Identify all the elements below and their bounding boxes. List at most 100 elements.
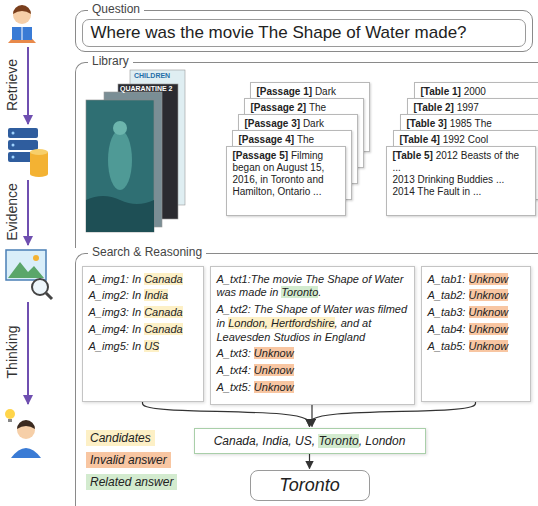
node-text: 2014 The Fault in ... xyxy=(393,186,482,197)
flow-arrow xyxy=(27,47,29,124)
text-line: 2014 The Fault in ... xyxy=(393,186,529,198)
connector xyxy=(310,402,476,427)
node-text: [Table 3] xyxy=(407,118,447,129)
text-line: [Table 5]2012 Beasts of the ... xyxy=(393,150,529,174)
connector xyxy=(143,402,310,427)
node-text: 1992 Cool xyxy=(443,134,489,145)
text-line: Search & Reasoning xyxy=(88,245,206,259)
node-text: A_txt4: xyxy=(217,364,251,376)
node-text: , London xyxy=(359,434,406,448)
text-line: [Passage 1]Dark xyxy=(257,86,363,98)
legend-item: Candidates xyxy=(86,430,177,446)
node-text: A_img5: In xyxy=(89,340,142,352)
invalid-highlight: Unknow xyxy=(469,340,509,352)
node-text: The xyxy=(297,134,314,145)
text-line: [Table 1]2000 xyxy=(421,86,538,98)
text-line: A_img5: InUS xyxy=(89,340,197,354)
text-line: Toronto xyxy=(259,475,361,496)
node-text: A_img1: In xyxy=(89,273,142,285)
flow-arrow xyxy=(27,302,29,404)
search-panel: Search & ReasoningA_img1: InCanadaA_img2… xyxy=(75,253,538,506)
poster-title: QUARANTINE 2 xyxy=(120,85,173,93)
node-text: Question xyxy=(92,2,140,16)
node-text: . xyxy=(318,286,321,298)
node-text: 2013 Drinking Buddies ... xyxy=(393,174,505,185)
node-text: [Table 4] xyxy=(400,134,440,145)
reader-icon xyxy=(8,5,36,43)
node-text: A_img3: In xyxy=(89,306,142,318)
legend-swatch: Invalid answer xyxy=(86,452,171,468)
text-line: A_txt3:Unknow xyxy=(217,347,408,361)
candidate-highlight: London, Hertfordshire xyxy=(228,317,334,329)
invalid-highlight: Unknow xyxy=(469,306,509,318)
node-text: A_txt5: xyxy=(217,381,251,393)
text-line: [Passage 3]Dark xyxy=(245,118,351,130)
node-text: Dark xyxy=(303,118,324,129)
node-text: Canada, India, US, xyxy=(214,434,315,448)
node-text: Search & Reasoning xyxy=(92,245,202,259)
node-text: A_txt3: xyxy=(217,347,251,359)
node-text: A_tab1: xyxy=(428,273,466,285)
node-text: [Table 1] xyxy=(421,86,461,97)
poster-title: CHILDREN xyxy=(134,72,170,80)
text-line: A_tab3:Unknow xyxy=(428,306,524,320)
text-line: A_img2: InIndia xyxy=(89,289,197,303)
text-line: A_txt4:Unknow xyxy=(217,364,408,378)
flow-arrow xyxy=(27,180,29,245)
text-line: A_txt1:The movie The Shape of Water was … xyxy=(217,273,408,301)
candidate-highlight: Canada xyxy=(144,306,183,318)
text-line: [Table 2]1997 xyxy=(414,102,538,114)
passage-card: [Passage 5]Filming began on August 15, 2… xyxy=(226,146,346,216)
node-text: Library xyxy=(92,54,129,68)
text-line: [Passage 4]The xyxy=(239,134,345,146)
question-panel: QuestionWhere was the movie The Shape of… xyxy=(75,10,533,52)
text-line: A_tab4:Unknow xyxy=(428,323,524,337)
node-text: A_tab5: xyxy=(428,340,466,352)
legend-item: Related answer xyxy=(86,474,177,490)
node-text: A_tab3: xyxy=(428,306,466,318)
text-line: Canada, India, US,Toronto, London xyxy=(201,434,419,448)
stage-label: Thinking xyxy=(4,326,20,379)
text-line: [Table 4]1992 Cool xyxy=(400,134,536,146)
legend: CandidatesInvalid answerRelated answer xyxy=(86,430,177,496)
legend-text: Candidates xyxy=(90,431,151,445)
stage-label: Retrieve xyxy=(4,59,20,111)
candidate-highlight: Canada xyxy=(144,273,183,285)
invalid-highlight: Unknow xyxy=(254,381,294,393)
text-line: Library xyxy=(88,54,133,68)
text-line: Where was the movie The Shape of Water m… xyxy=(91,23,517,43)
node-text: [Passage 3] xyxy=(245,118,301,129)
node-text: Where was the movie The Shape of Water m… xyxy=(91,23,467,42)
node-text: A_tab2: xyxy=(428,289,466,301)
movie-posters xyxy=(86,70,185,232)
thinking-icon xyxy=(5,409,41,458)
node-text: [Passage 1] xyxy=(257,86,313,97)
related-highlight: Toronto xyxy=(281,286,318,298)
stage-label: Evidence xyxy=(4,183,20,241)
legend-swatch: Candidates xyxy=(86,430,155,446)
text-line: A_txt2: The Shape of Water was filmed in… xyxy=(217,303,408,344)
text-line: [Passage 2]The xyxy=(251,102,357,114)
candidate-highlight: India xyxy=(144,289,168,301)
text-line: A_img3: InCanada xyxy=(89,306,197,320)
candidate-box: Canada, India, US,Toronto, London xyxy=(194,428,426,454)
node-text: Dark xyxy=(315,86,336,97)
node-text: 1997 xyxy=(457,102,479,113)
node-text: [Table 2] xyxy=(414,102,454,113)
node-text: [Passage 2] xyxy=(251,102,307,113)
text-line: [Passage 5]Filming began on August 15, 2… xyxy=(233,150,339,198)
node-text: Toronto xyxy=(279,475,339,495)
text-line: A_txt5:Unknow xyxy=(217,381,408,395)
result-box: Toronto xyxy=(250,470,370,501)
text-line: 2013 Drinking Buddies ... xyxy=(393,174,529,186)
image-answer-box: A_img1: InCanadaA_img2: InIndiaA_img3: I… xyxy=(82,266,204,402)
text-answer-box: A_txt1:The movie The Shape of Water was … xyxy=(210,266,415,405)
node-text: 1985 The xyxy=(450,118,492,129)
connector xyxy=(311,405,312,427)
invalid-highlight: Unknow xyxy=(469,273,509,285)
related-highlight: Toronto xyxy=(318,434,358,448)
text-line: Question xyxy=(88,2,144,16)
node-text: 2000 xyxy=(464,86,486,97)
text-line: A_img4: InCanada xyxy=(89,323,197,337)
invalid-highlight: Unknow xyxy=(254,347,294,359)
